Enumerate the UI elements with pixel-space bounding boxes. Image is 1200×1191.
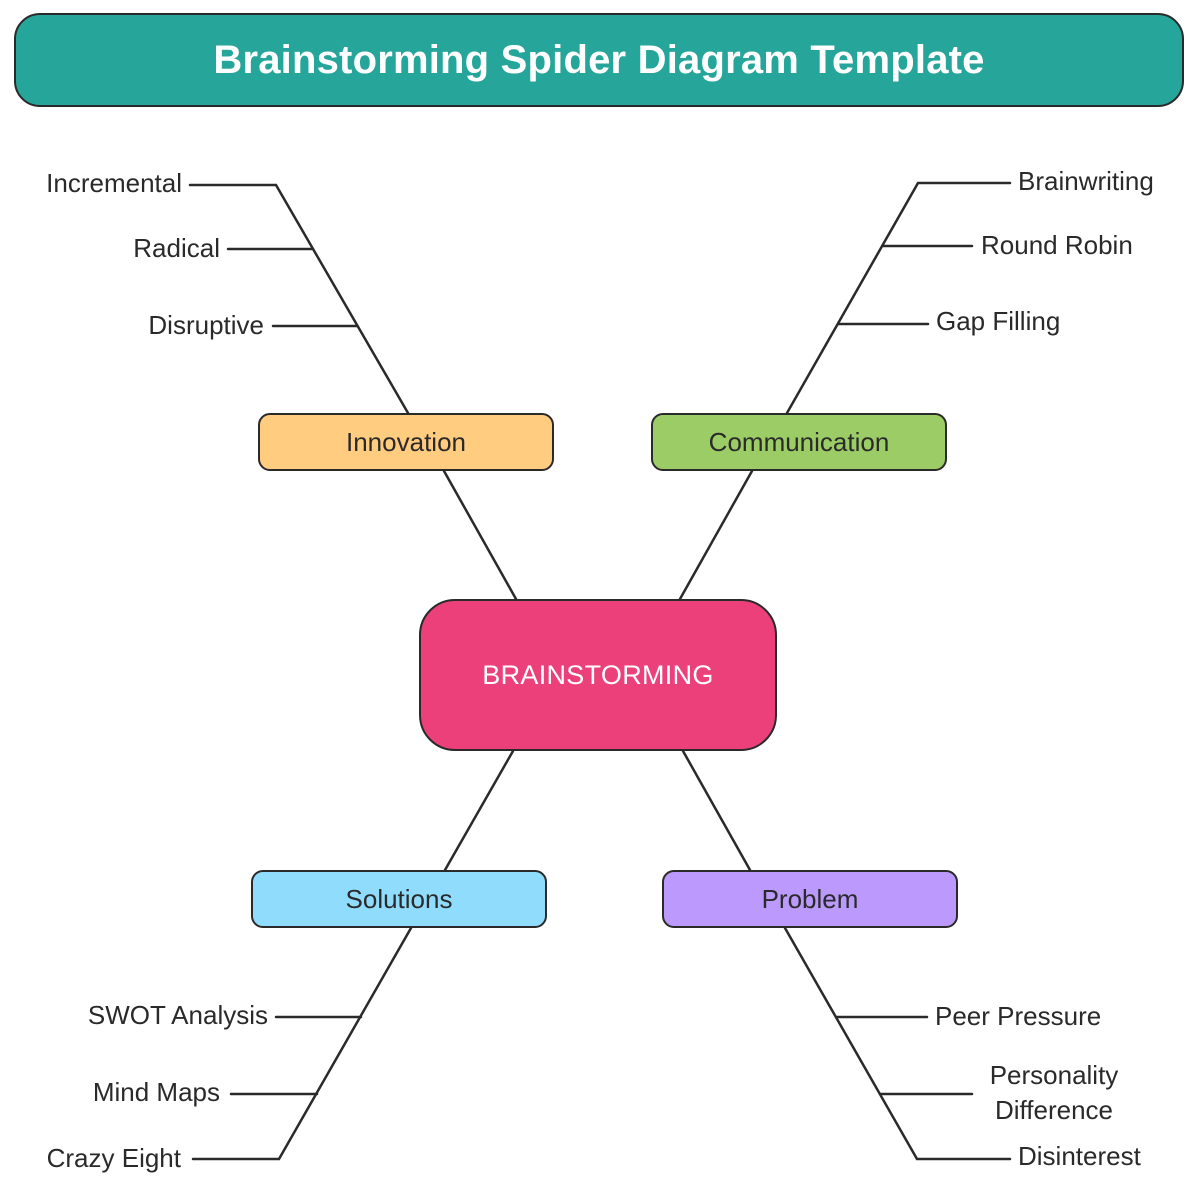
connector-problem-spine xyxy=(783,926,1012,1161)
node-innovation[interactable]: Innovation xyxy=(258,413,554,471)
leaf-gap-filling[interactable]: Gap Filling xyxy=(936,306,1061,336)
leaf-radical[interactable]: Radical xyxy=(133,233,220,263)
leaf-personality[interactable]: Personality xyxy=(989,1060,1119,1090)
node-center-label: BRAINSTORMING xyxy=(482,659,714,690)
node-problem-label: Problem xyxy=(761,883,859,914)
leaf-incremental[interactable]: Incremental xyxy=(46,168,182,198)
page-title: Brainstorming Spider Diagram Template xyxy=(213,37,985,82)
node-solutions-label: Solutions xyxy=(345,883,453,914)
leaf-disinterest[interactable]: Disinterest xyxy=(1018,1141,1141,1171)
leaf-swot-analysis[interactable]: SWOT Analysis xyxy=(87,1000,268,1030)
connector-center-problem xyxy=(681,749,752,872)
leaf-round-robin[interactable]: Round Robin xyxy=(981,230,1133,260)
leaf-disruptive[interactable]: Disruptive xyxy=(148,310,264,340)
connector-center-communication xyxy=(678,469,754,601)
node-communication[interactable]: Communication xyxy=(651,413,947,471)
leaf-crazy-eight[interactable]: Crazy Eight xyxy=(46,1143,181,1173)
leaf-brainwriting[interactable]: Brainwriting xyxy=(1018,166,1154,196)
leaf-peer-pressure[interactable]: Peer Pressure xyxy=(935,1001,1102,1031)
node-communication-label: Communication xyxy=(708,426,890,457)
connector-center-innovation xyxy=(442,469,518,601)
node-center[interactable]: BRAINSTORMING xyxy=(419,599,777,751)
leaf-mind-maps[interactable]: Mind Maps xyxy=(92,1077,220,1107)
title-bar: Brainstorming Spider Diagram Template xyxy=(14,13,1184,107)
node-problem[interactable]: Problem xyxy=(662,870,958,928)
connector-solutions-spine xyxy=(191,926,413,1161)
connector-communication-spine xyxy=(785,181,1012,415)
connector-innovation-spine xyxy=(188,183,410,415)
connector-center-solutions xyxy=(443,749,515,872)
node-innovation-label: Innovation xyxy=(346,426,466,457)
node-solutions[interactable]: Solutions xyxy=(251,870,547,928)
leaf-difference[interactable]: Difference xyxy=(994,1095,1114,1125)
